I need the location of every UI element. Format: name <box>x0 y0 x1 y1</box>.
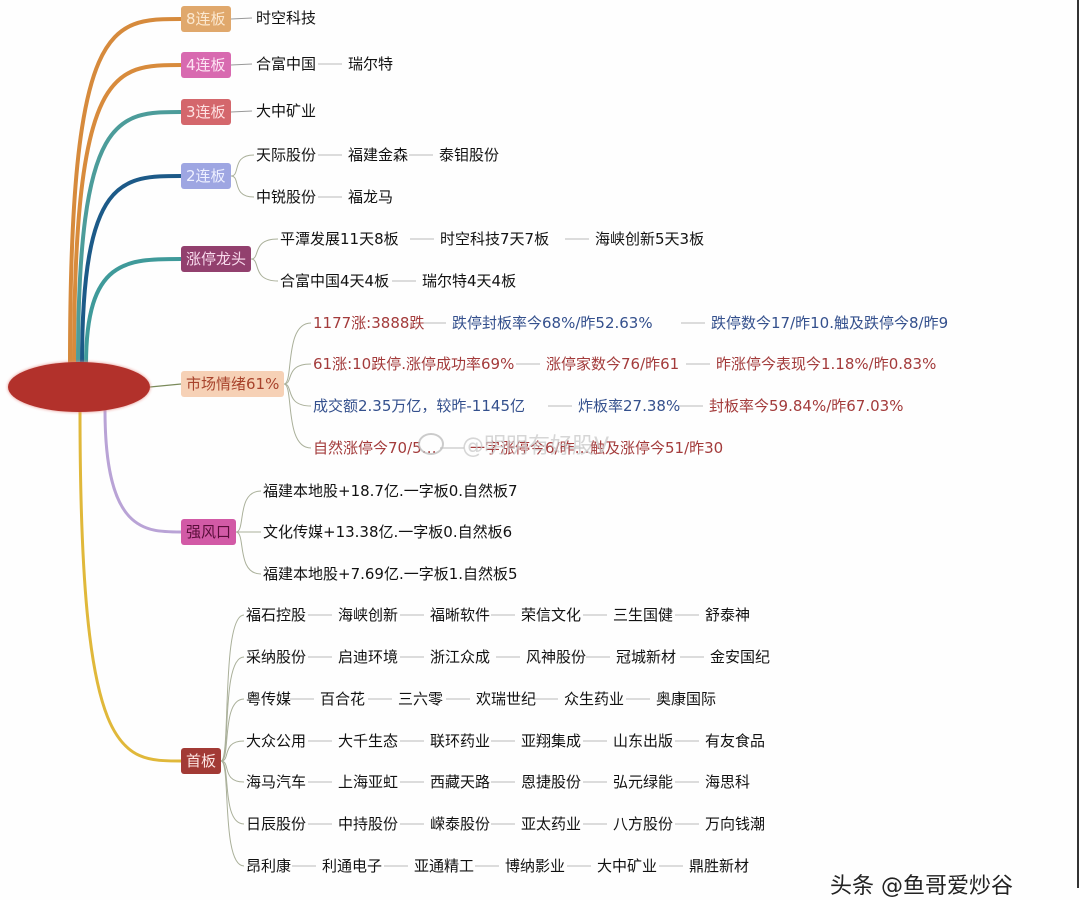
leaf-item[interactable]: 瑞尔特4天4板 <box>422 272 517 290</box>
leaf-item[interactable]: 上海亚虹 <box>338 773 399 791</box>
leaf-item[interactable]: 一字涨停今6/昨… <box>470 439 590 457</box>
leaf-item[interactable]: 博纳影业 <box>505 857 566 875</box>
leaf-item[interactable]: 中持股份 <box>338 815 399 833</box>
leaf-item[interactable]: 亚通精工 <box>414 857 475 875</box>
leaf-item[interactable]: 海思科 <box>705 773 751 791</box>
leaf-item[interactable]: 启迪环境 <box>338 648 399 666</box>
branch-4-board[interactable]: 4连板 <box>181 52 231 78</box>
leaf-item[interactable]: 联环药业 <box>430 732 491 750</box>
leaf-item[interactable]: 海马汽车 <box>246 773 307 791</box>
branch-limit-up-leaders[interactable]: 涨停龙头 <box>181 246 252 272</box>
leaf-item[interactable]: 福石控股 <box>246 606 307 624</box>
leaf-item[interactable]: 金安国纪 <box>710 648 771 666</box>
branch-label: 市场情绪61% <box>186 375 280 393</box>
leaf-item[interactable]: 山东出版 <box>613 732 674 750</box>
leaf-item[interactable]: 跌停封板率今68%/昨52.63% <box>452 314 653 332</box>
leaf-item[interactable]: 福龙马 <box>348 188 394 206</box>
branch-8-board[interactable]: 8连板 <box>181 6 231 32</box>
leaf-item[interactable]: 日辰股份 <box>246 815 307 833</box>
leaf-item[interactable]: 鼎胜新材 <box>689 857 750 875</box>
branch-label: 涨停龙头 <box>186 250 247 268</box>
branch-first-board[interactable]: 首板 <box>181 748 222 774</box>
image-border <box>1077 0 1079 888</box>
leaf-item[interactable]: 成交额2.35万亿，较昨-1145亿 <box>313 397 525 415</box>
leaf-item[interactable]: 有友食品 <box>705 732 766 750</box>
leaf-item[interactable]: 天际股份 <box>256 146 317 164</box>
leaf-item[interactable]: 涨停家数今76/昨61 <box>546 355 680 373</box>
leaf-item[interactable]: 冠城新材 <box>616 648 677 666</box>
leaf-item[interactable]: 跌停数今17/昨10.触及跌停今8/昨9 <box>711 314 949 332</box>
leaf-item[interactable]: 采纳股份 <box>246 648 307 666</box>
leaf-item[interactable]: 时空科技7天7板 <box>440 230 550 248</box>
leaf-item[interactable]: 大中矿业 <box>597 857 658 875</box>
leaf-item[interactable]: 平潭发展11天8板 <box>280 230 399 248</box>
leaf-item[interactable]: 利通电子 <box>322 857 383 875</box>
leaf-item[interactable]: 合富中国 <box>256 55 317 73</box>
leaf-item[interactable]: 触及涨停今51/昨30 <box>590 439 724 457</box>
leaf-item[interactable]: 福建本地股+18.7亿.一字板0.自然板7 <box>263 482 518 500</box>
leaf-item[interactable]: 弘元绿能 <box>613 773 674 791</box>
leaf-item[interactable]: 欢瑞世纪 <box>476 690 537 708</box>
leaf-item[interactable]: 封板率今59.84%/昨67.03% <box>709 397 904 415</box>
branch-label: 3连板 <box>186 103 226 121</box>
leaf-item[interactable]: 浙江众成 <box>430 648 491 666</box>
leaf-item[interactable]: 时空科技 <box>256 9 317 27</box>
branch-strong-theme[interactable]: 强风口 <box>181 519 237 545</box>
leaf-item[interactable]: 亚太药业 <box>521 815 582 833</box>
leaf-item[interactable]: 泰钼股份 <box>439 146 500 164</box>
root-node[interactable] <box>8 362 150 412</box>
leaf-item[interactable]: 炸板率27.38% <box>578 397 681 415</box>
weibo-logo-icon <box>418 433 444 455</box>
branch-3-board[interactable]: 3连板 <box>181 99 231 125</box>
leaf-item[interactable]: 瑞尔特 <box>348 55 394 73</box>
leaf-item[interactable]: 亚翔集成 <box>521 732 582 750</box>
leaf-item[interactable]: 合富中国4天4板 <box>280 272 390 290</box>
branch-2-board[interactable]: 2连板 <box>181 163 231 189</box>
leaf-item[interactable]: 风神股份 <box>526 648 587 666</box>
leaf-item[interactable]: 粤传媒 <box>246 690 292 708</box>
leaf-item[interactable]: 三六零 <box>398 690 444 708</box>
leaf-item[interactable]: 恩捷股份 <box>521 773 582 791</box>
leaf-item[interactable]: 众生药业 <box>564 690 625 708</box>
branch-label: 2连板 <box>186 167 226 185</box>
leaf-item[interactable]: 奥康国际 <box>656 690 717 708</box>
leaf-item[interactable]: 自然涨停今70/5… <box>313 439 437 457</box>
leaf-item[interactable]: 昨涨停今表现今1.18%/昨0.83% <box>716 355 937 373</box>
branch-label: 强风口 <box>186 523 232 541</box>
leaf-item[interactable]: 大千生态 <box>338 732 399 750</box>
leaf-item[interactable]: 西藏天路 <box>430 773 491 791</box>
leaf-item[interactable]: 万向钱潮 <box>705 815 766 833</box>
branch-label: 8连板 <box>186 10 226 28</box>
leaf-item[interactable]: 荣信文化 <box>521 606 582 624</box>
leaf-item[interactable]: 1177涨:3888跌 <box>313 314 425 332</box>
leaf-item[interactable]: 中锐股份 <box>256 188 317 206</box>
leaf-item[interactable]: 大中矿业 <box>256 102 317 120</box>
branch-label: 首板 <box>186 752 217 770</box>
leaf-item[interactable]: 福建本地股+7.69亿.一字板1.自然板5 <box>263 565 518 583</box>
leaf-item[interactable]: 海峡创新 <box>338 606 399 624</box>
leaf-item[interactable]: 福晰软件 <box>430 606 491 624</box>
leaf-item[interactable]: 昂利康 <box>246 857 292 875</box>
leaf-item[interactable]: 三生国健 <box>613 606 674 624</box>
leaf-item[interactable]: 海峡创新5天3板 <box>595 230 705 248</box>
toutiao-watermark: 头条 @鱼哥爱炒谷 <box>830 874 1013 899</box>
leaf-item[interactable]: 百合花 <box>320 690 366 708</box>
branch-market-sentiment[interactable]: 市场情绪61% <box>181 371 285 397</box>
leaf-item[interactable]: 福建金森 <box>348 146 409 164</box>
leaf-item[interactable]: 61涨:10跌停.涨停成功率69% <box>313 355 515 373</box>
leaf-item[interactable]: 八方股份 <box>613 815 674 833</box>
leaf-item[interactable]: 舒泰神 <box>705 606 751 624</box>
leaf-item[interactable]: 文化传媒+13.38亿.一字板0.自然板6 <box>263 523 513 541</box>
weibo-watermark: @明明有好股V <box>462 434 610 459</box>
leaf-item[interactable]: 嵘泰股份 <box>430 815 491 833</box>
leaf-item[interactable]: 大众公用 <box>246 732 307 750</box>
branch-label: 4连板 <box>186 56 226 74</box>
